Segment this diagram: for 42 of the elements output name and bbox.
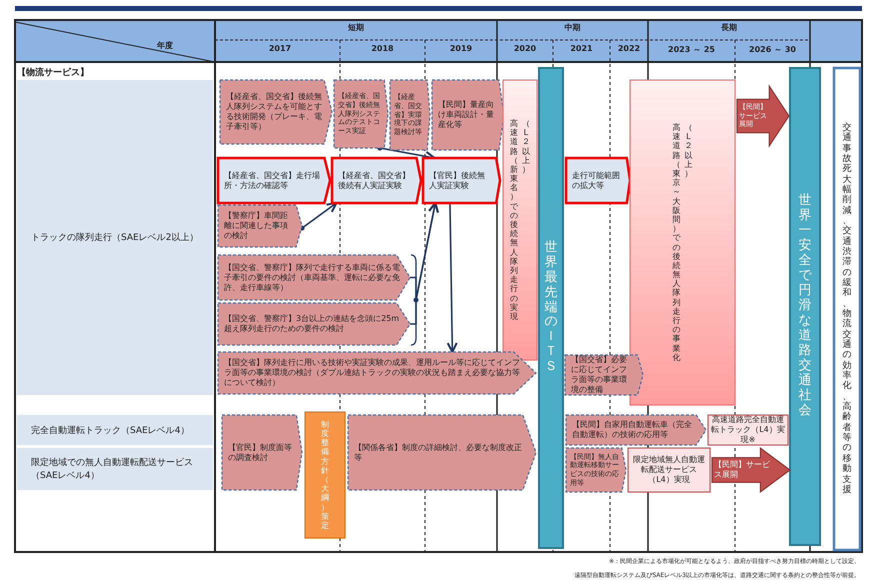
- arrow: [299, 202, 338, 231]
- arrow: [446, 202, 458, 353]
- row-heading: 限定地域での無人自動運転配送サービス（SAEレベル4）: [17, 448, 213, 490]
- goal-panel: 限定地域無人自動運転配送サービス（L4）実現: [628, 448, 710, 492]
- task-card: 【警察庁】車間距離に関連した事項の検討: [218, 205, 302, 247]
- task-card: 【国交省、警察庁】隊列で走行する車両に係る電子牽引の要件の検討（車両基準、運転に必要な免許、走行車線等）: [218, 255, 410, 300]
- period-heading: 長期: [720, 22, 738, 34]
- task-card: 【国交省】隊列走行に用いる技術や実証実験の成果、運用ルール等に応じてインフラ面等の事業環境の検討（ダブル連結トラックの実験の状況も踏まえ必要な協力等について検討）: [218, 352, 536, 394]
- task-card: 【経産省、国交省】後続無人隊列システムを可能とする技術開発（ブレーキ、電子牽引等）: [220, 80, 332, 144]
- task-card: 走行可能範囲の拡大等: [566, 158, 630, 203]
- task-card: 【官民】後続無人実証実験: [423, 158, 500, 203]
- goal-panel: 高速道路（東京～大阪間）での後続無人隊列走行の事業化 （L２以上）: [630, 80, 735, 405]
- vision-bar: 世界最先端のＩＴＳ: [539, 68, 563, 548]
- year-heading: 2023 ～ 25: [667, 44, 716, 56]
- year-heading: 2022: [616, 44, 642, 55]
- year-heading: 2017: [268, 44, 292, 55]
- task-card: 【国交省】必要に応じてインフラ面等の事業環境の整備: [565, 355, 643, 395]
- task-card: 【国交省、警察庁】3台以上の連結を念頭に25m超え隊列走行のための要件の検討: [218, 303, 410, 345]
- task-card: 【関係各省】制度の詳細検討、必要な制度改正等: [348, 415, 536, 490]
- arrow: [410, 202, 439, 325]
- task-card: 【民間】自家用自動運転車（完全自動運転）の技術の応用等: [566, 415, 706, 445]
- task-card: 【民間】量産向け車両設計・量産化等: [432, 80, 504, 150]
- task-card: 【官民】制度面等の調査検討: [222, 415, 302, 490]
- row-heading: 完全自動運転トラック（SAEレベル4）: [17, 415, 213, 445]
- year-heading: 2018: [370, 44, 395, 55]
- year-axis-heading: 年度: [156, 40, 174, 52]
- year-heading: 2020: [512, 44, 538, 55]
- goal-panel: 高速道路完全自動運転トラック（L4）実現※: [708, 415, 788, 445]
- service-banner: 【民間】サービス展開: [712, 448, 790, 492]
- year-heading: 2021: [569, 44, 594, 55]
- goal-panel: 高速道路（新東名）での後続無人隊列走行の実現 （L２以上）: [503, 80, 537, 360]
- section-heading: 【物流サービス】: [17, 66, 90, 79]
- year-heading: 2026 ～ 30: [748, 44, 797, 56]
- year-heading: 2019: [448, 44, 474, 55]
- row-heading: トラックの隊列走行（SAEレベル2以上）: [17, 80, 213, 395]
- vision-bar: 世界一安全で円滑な道路交通社会: [790, 68, 820, 545]
- task-card: 【経産省、国交省】走行場所・方法の確認等: [218, 158, 330, 203]
- period-heading: 短期: [347, 22, 365, 34]
- milestone-panel: 制度整備方針（大綱）策定: [305, 412, 345, 538]
- outcome-panel: 交通事故死大幅削減、交通渋滞の緩和、物流交通の効率化、高齢者等の移動支援: [834, 68, 860, 550]
- task-card: 【経産省、国交省】後続有人実証実験: [332, 158, 421, 203]
- period-heading: 中期: [564, 22, 582, 34]
